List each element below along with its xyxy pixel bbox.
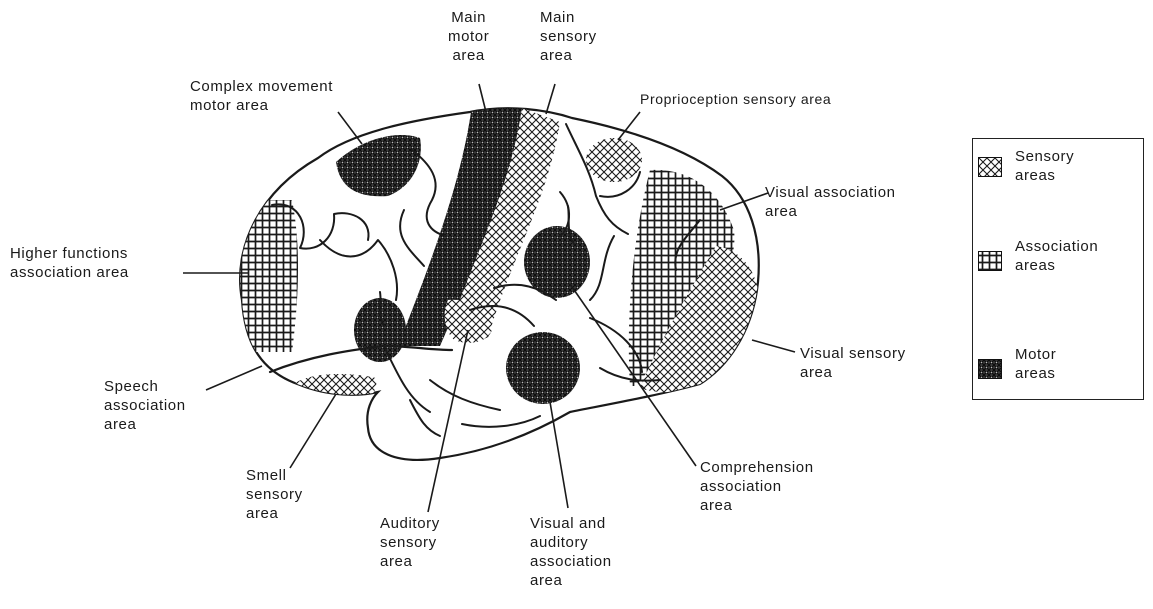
higher-functions-region — [232, 200, 298, 352]
proprioception-region — [586, 138, 642, 182]
motor-swatch — [978, 359, 1002, 379]
association-swatch — [978, 251, 1002, 271]
sensory-swatch — [978, 157, 1002, 177]
visual-auditory-region — [506, 332, 580, 404]
proprioception-label: Proprioception sensory area — [640, 90, 831, 109]
